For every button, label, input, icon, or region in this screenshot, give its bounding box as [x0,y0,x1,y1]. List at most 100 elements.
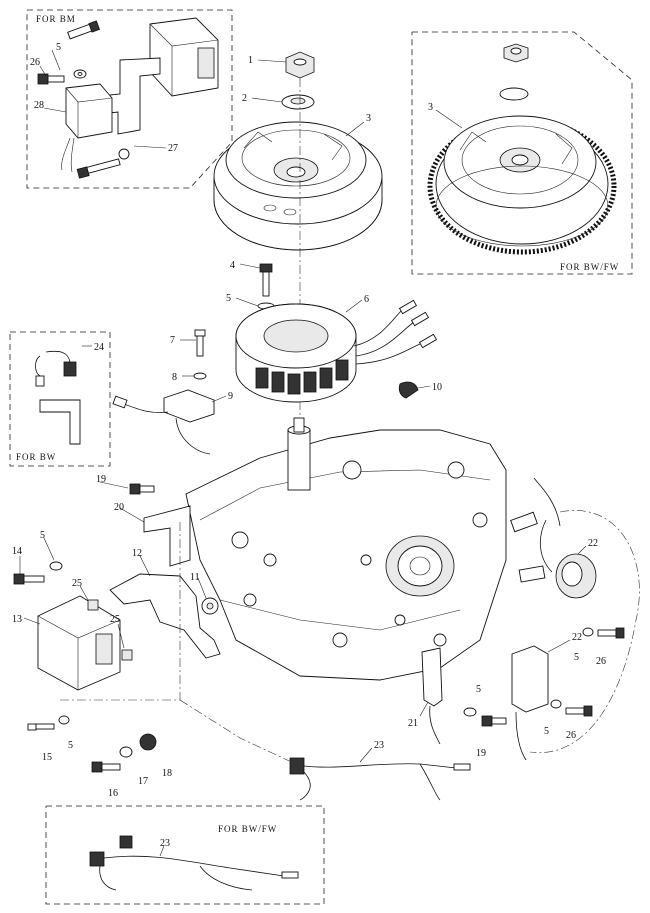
box-title-for-bw-fw-bottom: FOR BW/FW [218,824,277,834]
bolt-4 [259,263,273,297]
coil-link-dashed [529,510,640,753]
washer-5-right-upper [582,627,594,637]
callout-5-g: 5 [544,726,549,737]
box-title-for-bw-mid: FOR BW [16,452,56,462]
screw-26-right-lower [565,705,593,717]
wire-harness-23 [289,757,471,801]
long-bolt-top-left [76,148,130,179]
callout-25-b: 25 [110,614,120,625]
box-for-bw-mid: FOR BW 24 [9,331,111,467]
callout-26-a: 26 [30,57,40,68]
engine-crankcase [185,417,507,681]
bolt-top-left [67,20,100,40]
cdi-module-bm [149,17,219,97]
callout-22-a: 22 [588,538,598,549]
screw-26-right-upper [597,627,625,639]
ignition-coil-22-upper [510,477,597,599]
callout-1: 1 [248,55,253,66]
bolt-14 [13,573,45,585]
box-title-for-bw-fw-top: FOR BW/FW [560,262,619,272]
callout-2: 2 [242,93,247,104]
callout-4: 4 [230,260,235,271]
callout-23-a: 23 [374,740,384,751]
callout-27: 27 [168,143,178,154]
washer-5-low [58,715,70,725]
callout-25-a: 25 [72,578,82,589]
harness-leader [179,699,301,767]
callout-20: 20 [114,502,124,513]
bolt-15 [27,723,55,731]
callout-8: 8 [172,372,177,383]
washer-5-top [73,69,87,79]
grommet-18 [139,733,157,751]
callout-16: 16 [108,788,118,799]
pulser-coil-9 [112,389,215,455]
callout-5-e: 5 [476,684,481,695]
callout-22-b: 22 [572,632,582,643]
bracket-12 [109,573,221,659]
callout-5-a: 5 [56,42,61,53]
wire-harness-23-alt [89,835,299,891]
washer-5-left [49,561,63,571]
switch-24 [35,350,77,387]
clamp-21-lead [429,705,441,745]
callout-12: 12 [132,548,142,559]
callout-17: 17 [138,776,148,787]
flywheel-ring-gear [427,115,617,255]
callout-24: 24 [94,342,104,353]
screw-26-top [37,73,65,85]
collar-25-a [87,599,99,611]
bolt-16 [91,761,121,773]
box-for-bm-top: FOR BM [26,9,233,189]
callout-18: 18 [162,768,172,779]
callout-21: 21 [408,718,418,729]
washer-top-right [499,87,529,101]
callout-5-f: 5 [574,652,579,663]
washer-17 [119,746,133,758]
callout-13: 13 [12,614,22,625]
callout-7: 7 [170,335,175,346]
collar-25-b [121,649,133,661]
clamp-21 [421,647,443,707]
callout-3-b: 3 [428,102,433,113]
nut-1 [285,51,315,79]
washer-5-right-low [463,707,477,717]
callout-3: 3 [366,113,371,124]
callout-19-a: 19 [96,474,106,485]
bracket-20 [143,505,191,567]
callout-19-b: 19 [476,748,486,759]
callout-11: 11 [190,572,200,583]
key-10 [398,381,419,399]
collar-11 [201,597,219,615]
flywheel-3 [213,121,383,251]
callout-26-b: 26 [596,656,606,667]
washer-8 [193,372,207,380]
washer-2 [281,94,315,110]
callout-26-c: 26 [566,730,576,741]
box-title-for-bm-top: FOR BM [36,14,76,24]
stator-6 [235,299,438,403]
callout-10: 10 [432,382,442,393]
callout-15: 15 [42,752,52,763]
callout-5-c: 5 [40,530,45,541]
cdi-unit-13 [37,595,121,691]
bolt-19-lower [481,715,507,727]
callout-5-b: 5 [226,293,231,304]
coil-28 [61,83,113,173]
callout-6: 6 [364,294,369,305]
callout-23-b: 23 [160,838,170,849]
box-for-bw-fw-top: FOR BW/FW 3 [411,31,633,275]
bracket-for-bw [39,399,81,445]
callout-28: 28 [34,100,44,111]
screw-7 [194,329,206,357]
box-for-bw-fw-bottom: FOR BW/FW 23 [45,805,325,905]
callout-14: 14 [12,546,22,557]
nut-top-right [503,43,529,63]
ignition-coil-22-lower [511,645,549,761]
washer-5-right-lower [550,699,562,709]
bolt-19-upper [129,483,155,495]
callout-5-d: 5 [68,740,73,751]
cdi-leader [60,520,181,701]
